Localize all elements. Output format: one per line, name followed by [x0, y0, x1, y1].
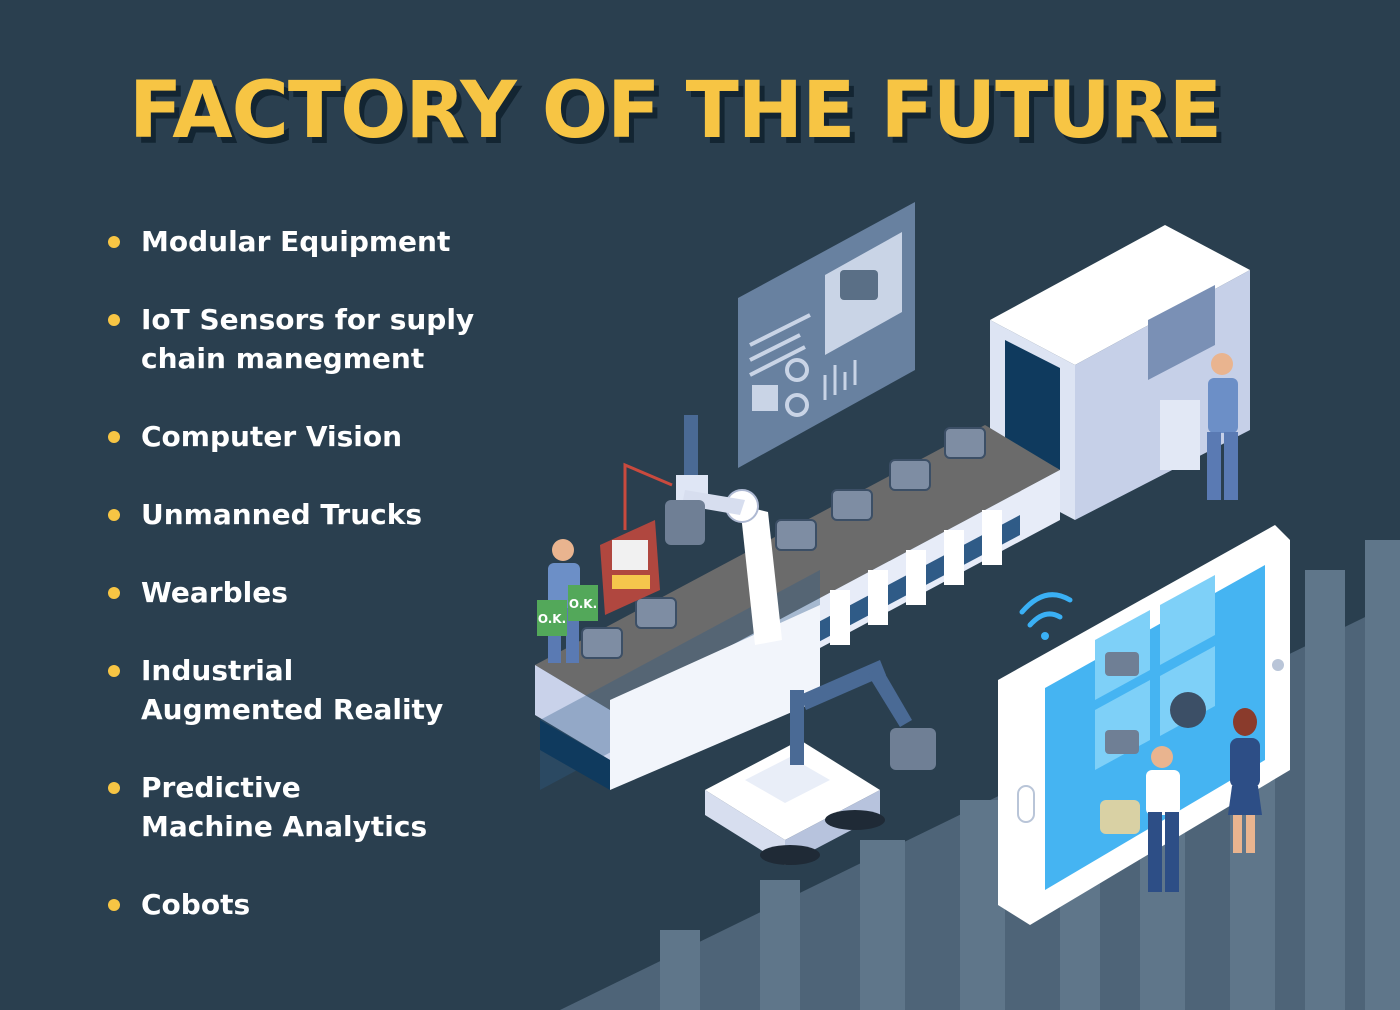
list-item: IoT Sensors for suply chain manegment [108, 300, 528, 378]
robotic-arm [665, 415, 782, 645]
list-item: Unmanned Trucks [108, 495, 528, 534]
page-title: FACTORY OF THE FUTURE [128, 66, 1222, 156]
bullet-dot-icon [108, 665, 120, 677]
machine-operator [1207, 353, 1238, 500]
warning-panel [600, 462, 673, 615]
ok-sign-right: O.K. [568, 585, 598, 621]
conveyor-base [540, 605, 820, 790]
list-item: Computer Vision [108, 417, 528, 456]
truck-tracks [760, 810, 885, 865]
bullet-dot-icon [108, 782, 120, 794]
wifi-icon [1019, 592, 1073, 640]
bullet-dot-icon [108, 236, 120, 248]
list-item: Cobots [108, 885, 528, 924]
ok-sign-left: O.K. [537, 600, 567, 636]
conveyor-supports [830, 510, 1002, 645]
unmanned-truck [705, 660, 936, 865]
bullet-dot-icon [108, 587, 120, 599]
bullet-dot-icon [108, 431, 120, 443]
feature-list: Modular Equipment IoT Sensors for suply … [108, 222, 528, 963]
production-machine [990, 225, 1250, 520]
list-item: Modular Equipment [108, 222, 528, 261]
tablet-device [998, 525, 1290, 925]
list-item: Wearbles [108, 573, 528, 612]
engine-parts [581, 427, 986, 659]
svg-text:O.K.: O.K. [569, 597, 597, 611]
bullet-dot-icon [108, 509, 120, 521]
factory-illustration: O.K. O.K. [535, 202, 1400, 1010]
svg-text:O.K.: O.K. [538, 612, 566, 626]
bullet-dot-icon [108, 899, 120, 911]
list-item: Predictive Machine Analytics [108, 768, 528, 846]
bullet-dot-icon [108, 314, 120, 326]
hologram-screen [738, 202, 915, 468]
engineer-woman [1228, 708, 1262, 853]
engineer-man [1146, 746, 1180, 892]
list-item: Industrial Augmented Reality [108, 651, 528, 729]
